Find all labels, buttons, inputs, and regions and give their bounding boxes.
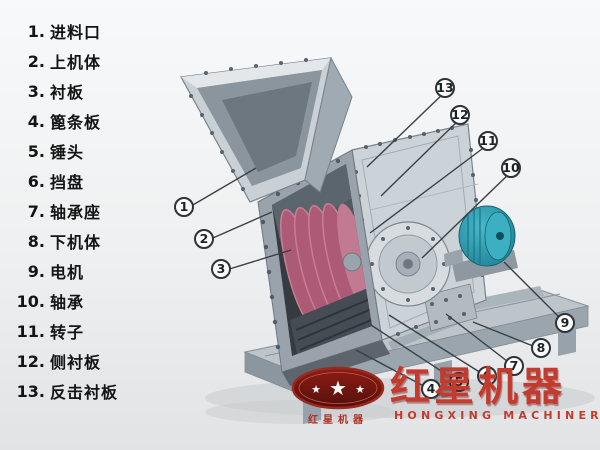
part-list-item: 12. 侧衬板 — [12, 346, 172, 376]
part-list-item: 3. 衬板 — [12, 76, 172, 106]
part-number: 9. — [27, 261, 45, 281]
part-label: 轴承座 — [50, 203, 102, 222]
leader-line-3 — [222, 249, 292, 272]
part-label: 进料口 — [50, 23, 102, 42]
callout-9: 9 — [555, 313, 575, 333]
svg-text:★: ★ — [311, 383, 321, 396]
part-label: 轴承 — [50, 293, 85, 312]
feed-hopper — [180, 56, 353, 203]
leader-line-7 — [445, 313, 517, 369]
part-number: 5. — [27, 141, 45, 161]
callout-11: 11 — [478, 131, 498, 151]
part-number: 12. — [16, 351, 45, 371]
part-label: 反击衬板 — [50, 383, 119, 402]
part-list-item: 13. 反击衬板 — [12, 376, 172, 406]
part-label: 电机 — [50, 263, 85, 282]
brand-logo: ★ ★ ★ 红星机器 红星机器 HONGXING MACHINERY — [288, 366, 600, 426]
leader-line-10 — [421, 169, 514, 259]
hopper-bolts — [189, 58, 308, 191]
part-number: 7. — [27, 201, 45, 221]
brand-block: 红星机器 HONGXING MACHINERY — [390, 366, 600, 422]
part-number: 3. — [27, 81, 45, 101]
part-list-item: 10. 轴承 — [12, 286, 172, 316]
rotor — [280, 202, 372, 328]
leader-line-12 — [380, 116, 463, 197]
leader-line-8 — [472, 321, 544, 351]
part-number: 1. — [27, 21, 45, 41]
svg-text:★: ★ — [329, 376, 347, 400]
star-emblem-icon: ★ ★ ★ — [291, 366, 385, 410]
part-list-item: 5. 锤头 — [12, 136, 172, 166]
part-number: 13. — [16, 381, 45, 401]
part-label: 衬板 — [50, 83, 85, 102]
leader-line-1 — [185, 167, 257, 210]
part-list-item: 8. 下机体 — [12, 226, 172, 256]
callout-8: 8 — [531, 338, 551, 358]
brand-subtitle: HONGXING MACHINERY — [394, 409, 600, 422]
bearing-pedestal — [423, 283, 478, 332]
part-label: 锤头 — [50, 143, 85, 162]
front-face — [257, 149, 390, 386]
part-label: 下机体 — [50, 233, 102, 252]
part-label: 篦条板 — [50, 113, 102, 132]
callout-1: 1 — [174, 197, 194, 217]
part-number: 4. — [27, 111, 45, 131]
svg-text:★: ★ — [355, 383, 365, 396]
callout-13: 13 — [435, 78, 455, 98]
brand-emblem: ★ ★ ★ 红星机器 — [288, 366, 388, 426]
part-label: 转子 — [50, 323, 85, 342]
part-number: 10. — [16, 291, 45, 311]
leader-line-11 — [369, 142, 491, 234]
part-number: 6. — [27, 171, 45, 191]
part-number: 11. — [16, 321, 45, 341]
motor — [444, 205, 518, 282]
part-label: 侧衬板 — [50, 353, 102, 372]
brand-name: 红星机器 — [390, 364, 566, 410]
part-label: 上机体 — [50, 53, 102, 72]
leader-line-2 — [205, 211, 273, 242]
part-number: 8. — [27, 231, 45, 251]
part-list-item: 7. 轴承座 — [12, 196, 172, 226]
leader-line-13 — [366, 89, 448, 168]
part-label: 挡盘 — [50, 173, 85, 192]
part-list-item: 9. 电机 — [12, 256, 172, 286]
callout-10: 10 — [501, 158, 521, 178]
front-bolts — [260, 158, 341, 350]
parts-list: 1. 进料口 2. 上机体 3. 衬板 4. 篦条板 5. 锤头 6. 挡盘 7. 轴承座 8. 下机体 9. 电… — [12, 16, 172, 406]
bearing-flange — [365, 221, 451, 307]
part-list-item: 11. 转子 — [12, 316, 172, 346]
right-side-panel — [351, 123, 487, 341]
part-number: 2. — [27, 51, 45, 71]
crushing-chamber — [272, 164, 372, 356]
part-list-item: 2. 上机体 — [12, 46, 172, 76]
part-list-item: 1. 进料口 — [12, 16, 172, 46]
part-list-item: 6. 挡盘 — [12, 166, 172, 196]
leader-line-9 — [503, 261, 568, 326]
panel-bolts — [354, 126, 484, 336]
grate-bars — [290, 288, 372, 356]
callout-3: 3 — [211, 259, 231, 279]
callout-2: 2 — [194, 229, 214, 249]
callout-12: 12 — [450, 105, 470, 125]
brand-emblem-text: 红星机器 — [308, 415, 368, 426]
machine-top-deck — [257, 123, 469, 203]
part-list-item: 4. 篦条板 — [12, 106, 172, 136]
